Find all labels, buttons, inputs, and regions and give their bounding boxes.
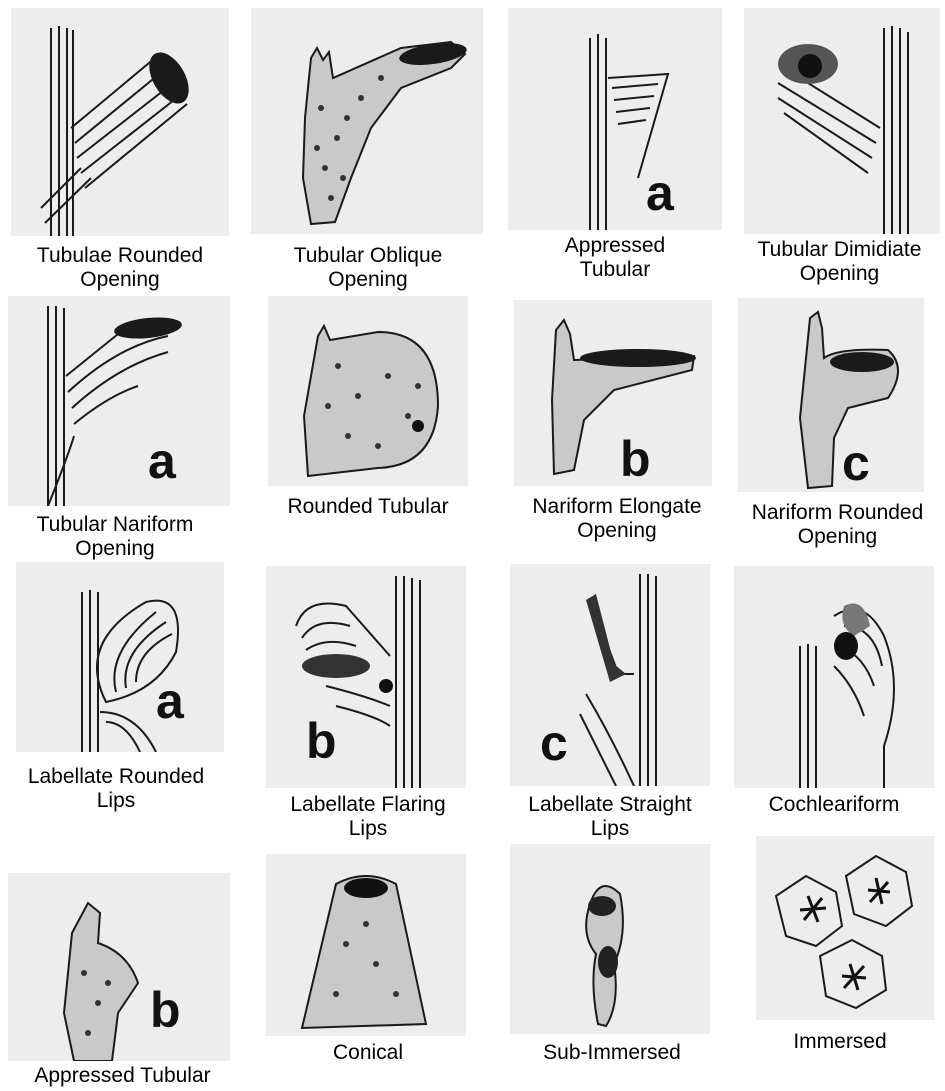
appressed-tubular-a-drawing — [508, 8, 722, 230]
panel-appressed-tubular-b-image: b — [8, 873, 230, 1061]
caption-nariform-rounded-opening: Nariform Rounded Opening — [730, 501, 945, 549]
panel-cochleariform-image — [734, 566, 934, 788]
panel-letter: b — [150, 985, 181, 1035]
panel-appressed-tubular-a-image: a — [508, 8, 722, 230]
tubulae-rounded-opening-drawing — [11, 8, 229, 236]
caption-rounded-tubular: Rounded Tubular — [262, 495, 474, 519]
labellate-rounded-lips-drawing — [16, 562, 224, 752]
caption-labellate-rounded-lips: Labellate Rounded Lips — [0, 765, 232, 813]
tubular-oblique-opening-drawing — [251, 8, 483, 234]
caption-appressed-tubular-b: Appressed Tubular — [0, 1064, 245, 1088]
caption-tubular-oblique-opening: Tubular Oblique Opening — [250, 244, 486, 292]
panel-letter: a — [148, 436, 176, 486]
nariform-elongate-opening-drawing — [514, 300, 712, 486]
panel-letter: c — [540, 718, 568, 768]
conical-drawing — [266, 854, 466, 1036]
panel-tubular-dimidiate-opening-image — [744, 8, 940, 234]
panel-sub-immersed-image — [510, 844, 710, 1034]
cochleariform-drawing — [734, 566, 934, 788]
tubular-dimidiate-opening-drawing — [744, 8, 940, 234]
panel-letter: a — [646, 168, 674, 218]
panel-tubulae-rounded-opening-image — [11, 8, 229, 236]
appressed-tubular-b-drawing — [8, 873, 230, 1061]
sub-immersed-drawing — [510, 844, 710, 1034]
caption-conical: Conical — [262, 1041, 474, 1065]
caption-sub-immersed: Sub-Immersed — [506, 1041, 718, 1065]
immersed-drawing — [756, 836, 934, 1020]
rounded-tubular-drawing — [268, 296, 468, 486]
panel-nariform-elongate-opening-image: b — [514, 300, 712, 486]
caption-labellate-straight-lips: Labellate Straight Lips — [502, 793, 718, 841]
panel-letter: a — [156, 676, 184, 726]
panel-labellate-rounded-lips-image: a — [16, 562, 224, 752]
panel-tubular-nariform-opening-image: a — [8, 296, 230, 506]
panel-letter: b — [306, 716, 337, 766]
panel-conical-image — [266, 854, 466, 1036]
caption-tubular-dimidiate-opening: Tubular Dimidiate Opening — [734, 238, 945, 286]
panel-labellate-straight-lips-image: c — [510, 564, 710, 786]
caption-immersed: Immersed — [740, 1030, 940, 1054]
panel-immersed-image — [756, 836, 934, 1020]
tubular-nariform-opening-drawing — [8, 296, 230, 506]
panel-tubular-oblique-opening-image — [251, 8, 483, 234]
panel-nariform-rounded-opening-image: c — [738, 298, 924, 492]
caption-appressed-tubular: Appressed Tubular — [508, 234, 722, 282]
caption-tubulae-rounded-opening: Tubulae Rounded Opening — [0, 244, 240, 292]
caption-tubular-nariform-opening: Tubular Nariform Opening — [0, 513, 230, 561]
panel-letter: c — [842, 438, 870, 488]
caption-nariform-elongate-opening: Nariform Elongate Opening — [506, 495, 728, 543]
panel-letter: b — [620, 434, 651, 484]
caption-labellate-flaring-lips: Labellate Flaring Lips — [262, 793, 474, 841]
nariform-rounded-opening-drawing — [738, 298, 924, 492]
panel-labellate-flaring-lips-image: b — [266, 566, 466, 788]
panel-rounded-tubular-image — [268, 296, 468, 486]
caption-cochleariform: Cochleariform — [730, 793, 938, 817]
labellate-flaring-lips-drawing — [266, 566, 466, 788]
